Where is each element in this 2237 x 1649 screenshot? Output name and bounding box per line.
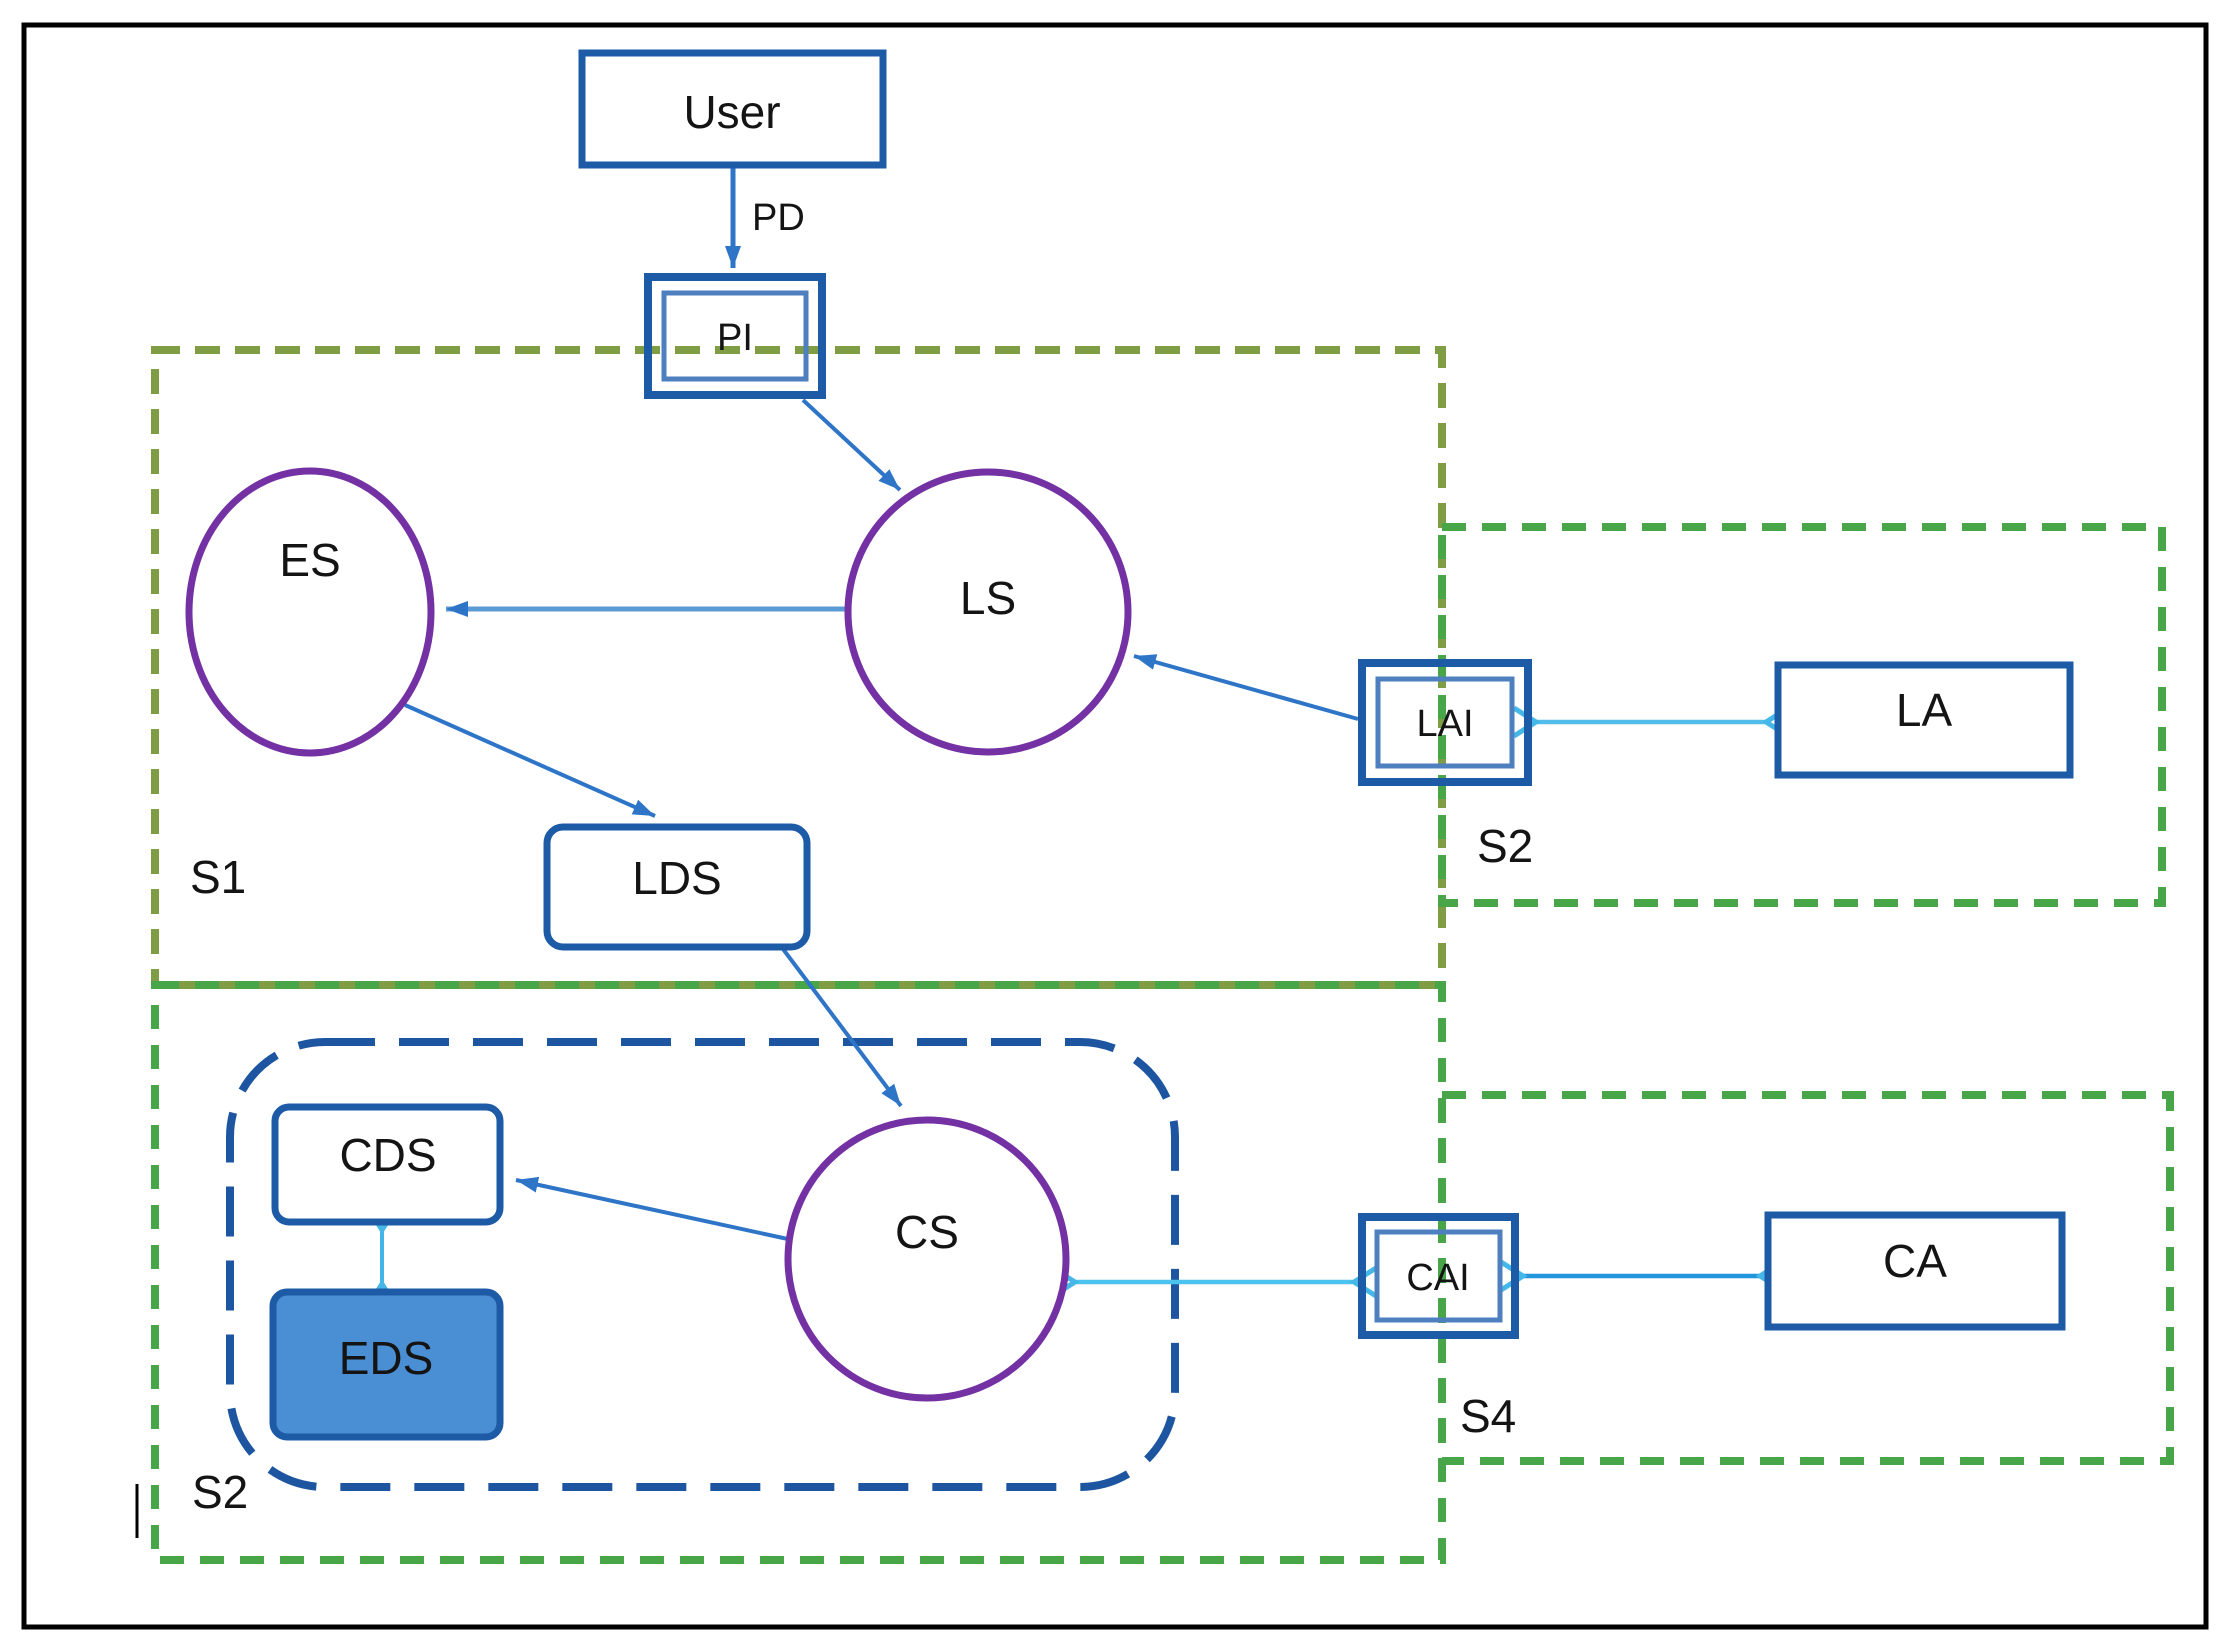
- es-label: ES: [279, 534, 340, 586]
- arrow-lai-to-ls: [1133, 654, 1359, 721]
- la-node: [1774, 661, 2074, 779]
- zone-s2-right-label: S2: [1477, 820, 1533, 872]
- pi-node-inner: [661, 290, 809, 382]
- user-node: [578, 49, 887, 169]
- la-label: LA: [1896, 684, 1953, 736]
- eds-node: [269, 1288, 504, 1441]
- cai-node-outer: [1358, 1213, 1519, 1339]
- zone-s2-bottom: [151, 981, 1446, 1564]
- lai-label: LAI: [1416, 703, 1473, 745]
- cs-node: [784, 1116, 1070, 1402]
- eds-label: EDS: [339, 1332, 434, 1384]
- arrow-es-to-lds: [404, 703, 656, 818]
- lai-node-inner: [1375, 676, 1515, 769]
- zone-s2-right: [1438, 523, 2166, 907]
- user-label: User: [683, 86, 780, 138]
- cds-node: [271, 1103, 504, 1226]
- cluster-blue-dashed: [226, 1038, 1179, 1491]
- pi-label: PI: [717, 317, 753, 359]
- ca-node: [1764, 1211, 2066, 1331]
- arrow-pi-to-ls: [801, 398, 902, 492]
- ls-label: LS: [960, 572, 1016, 624]
- ls-node: [844, 468, 1132, 756]
- zone-s1-label: S1: [190, 851, 246, 903]
- outer-border: [21, 22, 2209, 1630]
- es-node: [185, 467, 435, 757]
- lds-label: LDS: [632, 852, 721, 904]
- lds-node: [543, 823, 811, 951]
- cs-label: CS: [895, 1206, 959, 1258]
- arrow-lds-to-cs: [781, 947, 903, 1108]
- arrow-cs-to-cds: [515, 1176, 798, 1243]
- zone-s2-bottom-label: S2: [192, 1466, 248, 1518]
- cai-node-inner: [1374, 1229, 1503, 1323]
- zone-s4-label: S4: [1460, 1390, 1516, 1442]
- pi-node-outer: [644, 273, 826, 399]
- ca-label: CA: [1883, 1235, 1947, 1287]
- cai-label: CAI: [1406, 1257, 1469, 1299]
- lai-node-outer: [1358, 659, 1532, 786]
- pd-edge-label: PD: [752, 197, 805, 239]
- cds-label: CDS: [339, 1129, 436, 1181]
